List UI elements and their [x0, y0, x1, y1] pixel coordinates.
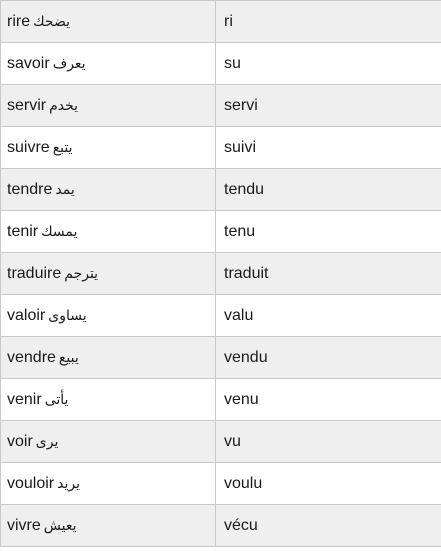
infinitive-text: vendre: [7, 348, 56, 366]
participle-cell: tendu: [215, 168, 441, 211]
participle-cell: ri: [215, 0, 441, 43]
arabic-translation: يعيش: [43, 517, 77, 534]
participle-cell: traduit: [215, 252, 441, 295]
arabic-translation: يأتى: [44, 391, 69, 408]
arabic-translation: يعرف: [52, 55, 86, 72]
arabic-translation: يساوى: [48, 307, 87, 324]
arabic-translation: يخدم: [49, 97, 79, 114]
infinitive-text: vouloir: [7, 474, 55, 492]
arabic-translation: يبيع: [58, 349, 79, 366]
infinitive-text: vivre: [7, 516, 41, 534]
infinitive-text: traduire: [7, 264, 62, 282]
infinitive-text: tendre: [7, 180, 53, 198]
participle-cell: servi: [215, 84, 441, 127]
arabic-translation: يمد: [55, 181, 75, 198]
arabic-translation: يتبع: [52, 139, 73, 156]
participle-cell: valu: [215, 294, 441, 337]
participle-cell: venu: [215, 378, 441, 421]
infinitive-text: rire: [7, 12, 31, 30]
infinitive-text: servir: [7, 96, 47, 114]
arabic-translation: يضحك: [33, 13, 70, 30]
participle-cell: su: [215, 42, 441, 85]
arabic-translation: يترجم: [64, 265, 99, 282]
infinitive-text: suivre: [7, 138, 50, 156]
arabic-translation: يمسك: [41, 223, 78, 240]
participle-cell: vu: [215, 420, 441, 463]
infinitive-text: tenir: [7, 222, 39, 240]
participle-cell: voulu: [215, 462, 441, 505]
infinitive-text: valoir: [7, 306, 46, 324]
infinitive-text: venir: [7, 390, 42, 408]
participle-cell: tenu: [215, 210, 441, 253]
infinitive-text: savoir: [7, 54, 50, 72]
participle-cell: vendu: [215, 336, 441, 379]
arabic-translation: يرى: [35, 433, 59, 450]
arabic-translation: يريد: [57, 475, 81, 492]
infinitive-text: voir: [7, 432, 33, 450]
participle-cell: suivi: [215, 126, 441, 169]
participle-cell: vécu: [215, 504, 441, 547]
